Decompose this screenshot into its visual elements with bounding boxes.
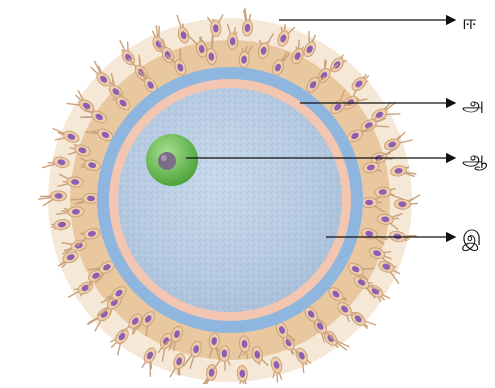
ooplasm-texture xyxy=(118,88,342,312)
nucleolus-highlight xyxy=(161,155,167,161)
label-i: இ xyxy=(462,228,481,248)
nucleolus xyxy=(158,152,176,170)
label-aa: ஆ xyxy=(462,148,487,168)
label-a: அ xyxy=(462,94,484,114)
label-top: ஈ xyxy=(462,12,476,32)
